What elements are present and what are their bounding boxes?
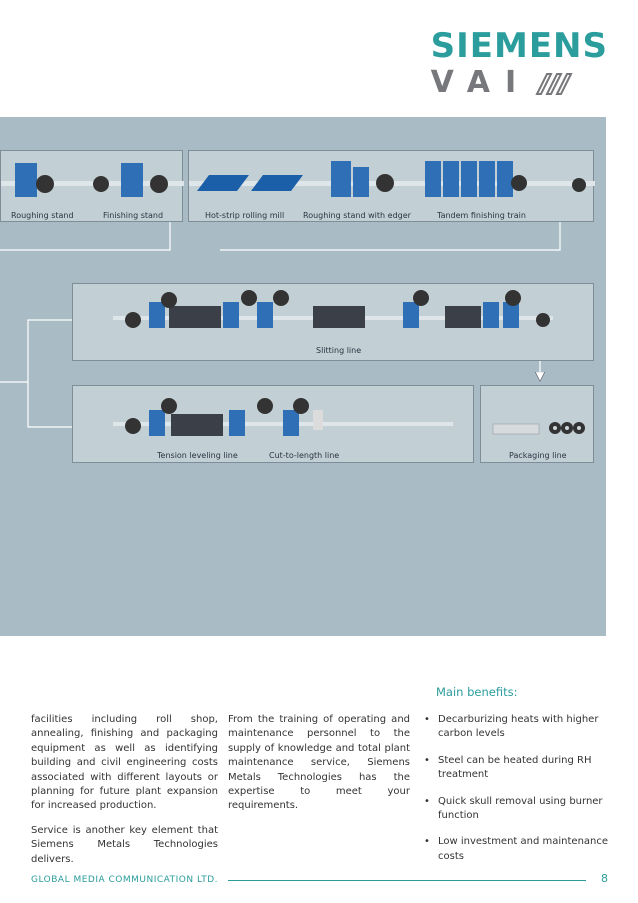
footer-divider (228, 880, 586, 881)
benefit-item: Decarburizing heats with higher carbon l… (424, 713, 609, 742)
label-packaging: Packaging line (509, 451, 567, 460)
siemens-vai-logo: SIEMENS VAI (431, 28, 608, 98)
col1-paragraph-2: Service is another key element that Siem… (31, 824, 218, 865)
roughing-finishing-illustration (1, 163, 184, 197)
label-tandem: Tandem finishing train (437, 211, 526, 220)
benefits-list: Decarburizing heats with higher carbon l… (424, 713, 609, 864)
label-cut: Cut-to-length line (269, 451, 340, 460)
col2-paragraph-1: From the training of operating and maint… (228, 714, 410, 812)
footer-company: GLOBAL MEDIA COMMUNICATION LTD. (31, 875, 219, 885)
process-diagram: Roughing stand Finishing stand Ho (0, 117, 606, 636)
label-roughing-edger: Roughing stand with edger (303, 211, 411, 220)
col1-paragraph-1: facilities including roll shop, annealin… (31, 714, 218, 812)
brand-name: SIEMENS (430, 26, 608, 66)
hot-rolling-box-left: Roughing stand Finishing stand (0, 150, 184, 222)
page-number: 8 (601, 872, 608, 885)
slitting-line-box: Slitting line (72, 283, 594, 361)
benefits-title: Main benefits: (436, 685, 518, 699)
label-hot-strip: Hot-strip rolling mill (205, 211, 285, 220)
benefit-item: Low investment and maintenance costs (424, 835, 609, 864)
label-finishing-stand: Finishing stand (103, 211, 164, 220)
tension-cut-illustration (113, 398, 453, 436)
label-tension: Tension leveling line (157, 451, 238, 460)
slitting-line-illustration (113, 290, 553, 328)
vai-wave-icon (535, 73, 573, 95)
benefit-item: Quick skull removal using burner functio… (424, 795, 609, 824)
brand-sub: VAI (430, 65, 532, 100)
label-slitting: Slitting line (316, 346, 362, 355)
text-column-2: From the training of operating and maint… (228, 713, 410, 824)
packaging-illustration (492, 422, 585, 435)
tension-cut-line-box: Tension leveling line Cut-to-length line (72, 385, 474, 463)
packaging-line-box: Packaging line (480, 385, 594, 463)
text-column-1: facilities including roll shop, annealin… (31, 713, 218, 877)
hot-rolling-box-right: Hot-strip rolling mill Roughing stand wi… (188, 150, 595, 222)
main-benefits: Main benefits: Decarburizing heats with … (424, 685, 609, 876)
hot-strip-illustration (189, 161, 595, 197)
benefit-item: Steel can be heated during RH treatment (424, 754, 609, 783)
label-roughing-stand: Roughing stand (11, 211, 74, 220)
